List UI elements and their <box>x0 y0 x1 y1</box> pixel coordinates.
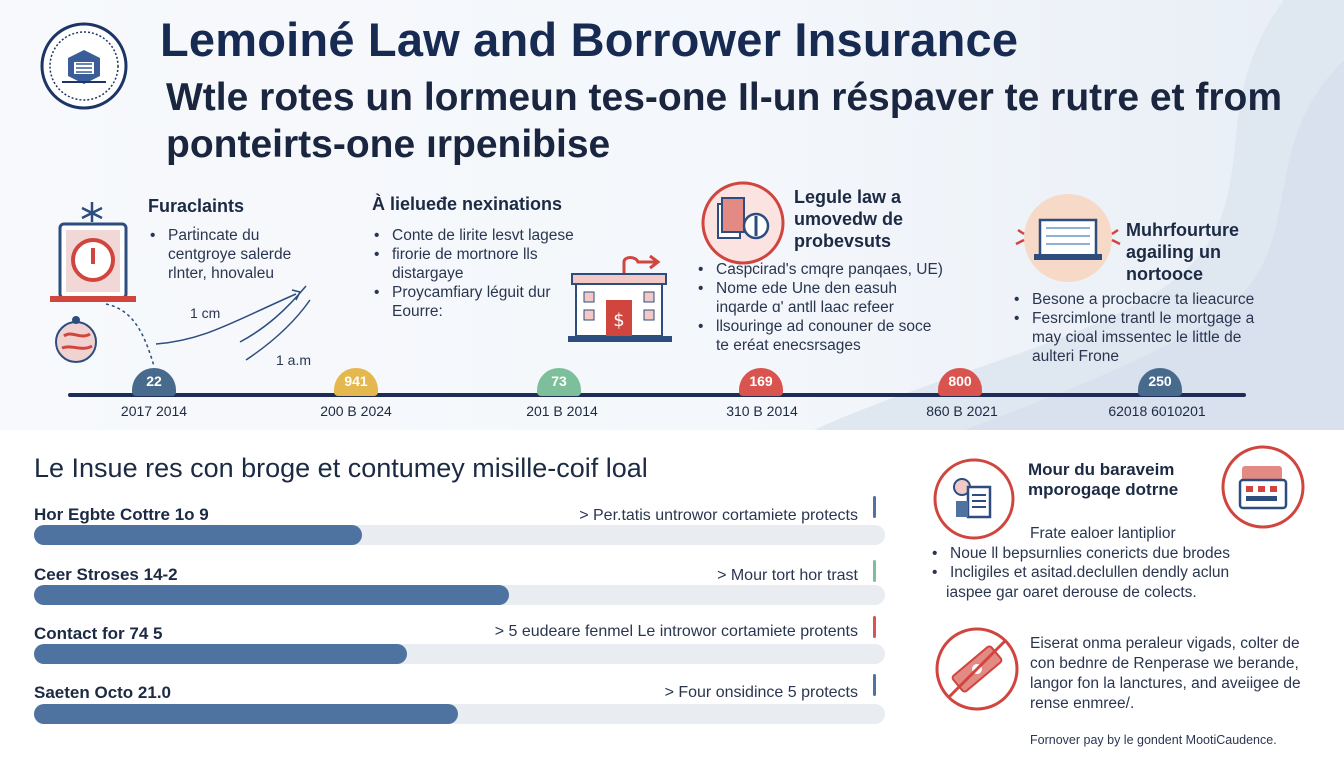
feature-bullet: firorie de mortnore lls distargaye <box>370 245 570 283</box>
documents-icon <box>701 181 785 265</box>
bar-track <box>34 644 885 664</box>
footer-note: Fornover pay by le gondent MootiCaudence… <box>1030 733 1277 747</box>
feature-bullet: Proycamfiary léguit dur Eourre: <box>370 283 560 321</box>
feature-title: Muhrfourture agailing un nortooce <box>1126 220 1239 284</box>
feature-bullet: Parṫincate du centgroye salerde rlnter, … <box>146 226 326 283</box>
timeline-year: 62018 6010201 <box>1108 403 1206 419</box>
timeline-axis <box>68 393 1246 397</box>
feature-bullets: Conte de lirite lesvt lagese firorie de … <box>370 226 620 321</box>
panel-title: Mour du baraveim mporogaqe dotrne <box>1028 460 1179 499</box>
bar-label: Contact for 74 5 <box>34 624 163 643</box>
timeline-marker: 800 <box>938 368 982 396</box>
timeline-year: 200 B 2024 <box>320 403 392 419</box>
timeline-marker: 250 <box>1138 368 1182 396</box>
bar-tick <box>873 560 876 582</box>
bar-fill <box>34 585 509 605</box>
panel-bullet: Noue ll bepsurnlies conericts due brodes <box>928 544 1318 563</box>
page-subtitle: Wtle rotes un lormeun tes-one Il-un résp… <box>166 76 1283 166</box>
panel-paragraph: Eiserat onma peraleur vigads, colter de … <box>1030 635 1301 712</box>
feature-bullet: Caspcirad's cmqre panqaes, UE) <box>694 260 984 279</box>
timeline-marker: 73 <box>537 368 581 396</box>
bar-note: > 5 eudeare fenmel Le introwor cortamiet… <box>494 623 858 640</box>
timeline-year: 310 B 2014 <box>726 403 798 419</box>
bar-fill <box>34 704 458 724</box>
feature-bullets: Besone a procbacre ta lieacurce Fesrciml… <box>1010 290 1300 366</box>
feature-title: À lielueđe nexinations <box>372 194 563 214</box>
bar-tick <box>873 616 876 638</box>
bar-fill <box>34 644 407 664</box>
panel-continuation: iaspee gar oaret derouse de colects. <box>946 584 1197 601</box>
trend-arrows-icon <box>105 285 311 367</box>
timeline-marker: 169 <box>739 368 783 396</box>
ticket-icon <box>935 627 1019 711</box>
feature-bullet: Conte de lirite lesvt lagese <box>370 226 620 245</box>
feature-bullet: Fesrcimlone trantl le mortgage a may cio… <box>1010 309 1285 366</box>
timeline-year: 201 B 2014 <box>526 403 598 419</box>
globe-icon <box>55 316 97 363</box>
bar-label: Saeten Octo 21.0 <box>34 683 172 702</box>
bar-label: Ceer Stroses 14-2 <box>34 565 178 584</box>
timeline-year: 2017 2014 <box>120 403 188 419</box>
secure-building-icon <box>1015 194 1121 282</box>
feature-bullets: Caspcirad's cmqre panqaes, UE) Nome ede … <box>694 260 984 355</box>
svg-text:$: $ <box>613 310 624 331</box>
feature-title: Furaclaints <box>148 196 245 216</box>
bar-track <box>34 525 885 545</box>
bar-track <box>34 704 885 724</box>
building-list-icon <box>933 458 1015 540</box>
panel-bullets: Noue ll bepsurnlies conericts due brodes… <box>928 544 1318 582</box>
timeline-year: 860 B 2021 <box>926 403 998 419</box>
feature-annotation: 1 cm <box>190 305 221 321</box>
bar-tick <box>873 674 876 696</box>
feature-bullet: llsouringe ad conouner de soce te eréat … <box>694 317 944 355</box>
feature-bullet: Nome ede Une den easuh inqarde ɑ' antll … <box>694 279 924 317</box>
panel-bullet: Incligiles et asitad.declullen dendly ac… <box>928 563 1318 582</box>
fire-alarm-icon <box>50 202 136 302</box>
feature-bullets: Parṫincate du centgroye salerde rlnter, … <box>146 226 326 283</box>
section-title: Le Insue res con broge et contumey misil… <box>34 453 648 483</box>
page-title: Lemoiné Law and Borrower Insurance <box>160 13 1019 66</box>
bar-label: Hor Egbte Cottre 1o 9 <box>34 505 209 524</box>
timeline-marker: 941 <box>334 368 378 396</box>
feature-title: Legule law a umovedw de probevsuts <box>794 187 904 251</box>
bar-note: > Per.tatis untrowor cortamiete protects <box>579 507 858 524</box>
law-seal-icon <box>40 22 128 110</box>
bar-tick <box>873 496 876 518</box>
bar-fill <box>34 525 362 545</box>
calculator-icon <box>1221 445 1305 529</box>
timeline-marker: 22 <box>132 368 176 396</box>
panel-intro: Frate ealoer lantiplior <box>1030 525 1176 542</box>
bar-track <box>34 585 885 605</box>
bank-building-icon: $ <box>568 254 672 342</box>
bar-note: > Four onsidince 5 protects <box>664 684 858 701</box>
bar-note: > Mour tort hor trast <box>717 567 858 584</box>
feature-bullet: Besone a procbacre ta lieacurce <box>1010 290 1300 309</box>
feature-annotation: 1 a.m <box>276 352 312 368</box>
